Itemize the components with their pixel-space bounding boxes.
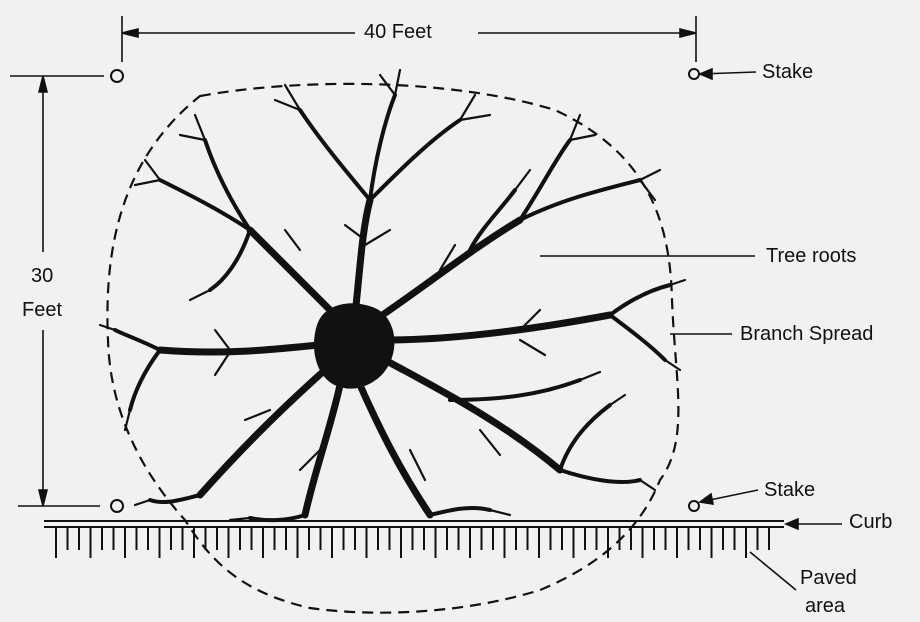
stake-bottom-right: [689, 501, 699, 511]
tree-roots: [100, 70, 685, 520]
curb-label: Curb: [849, 510, 892, 534]
height-dimension-unit: Feet: [22, 298, 62, 322]
stake-bottom-left: [111, 500, 123, 512]
paved-area-ticks: [56, 528, 769, 558]
stake-bottom-label: Stake: [764, 478, 815, 502]
width-dimension-label: 40 Feet: [358, 20, 438, 44]
paved-area-label-line1: Paved: [800, 566, 857, 590]
stake-top-left: [111, 70, 123, 82]
curb-line: [44, 521, 784, 527]
stakes: [111, 69, 699, 512]
stake-top-right: [689, 69, 699, 79]
tree-roots-label: Tree roots: [766, 244, 856, 268]
branch-spread-label: Branch Spread: [740, 322, 873, 346]
height-dimension-number: 30: [31, 264, 53, 288]
stake-top-label: Stake: [762, 60, 813, 84]
paved-area-label-line2: area: [805, 594, 845, 618]
height-dimension-line: [10, 76, 104, 506]
